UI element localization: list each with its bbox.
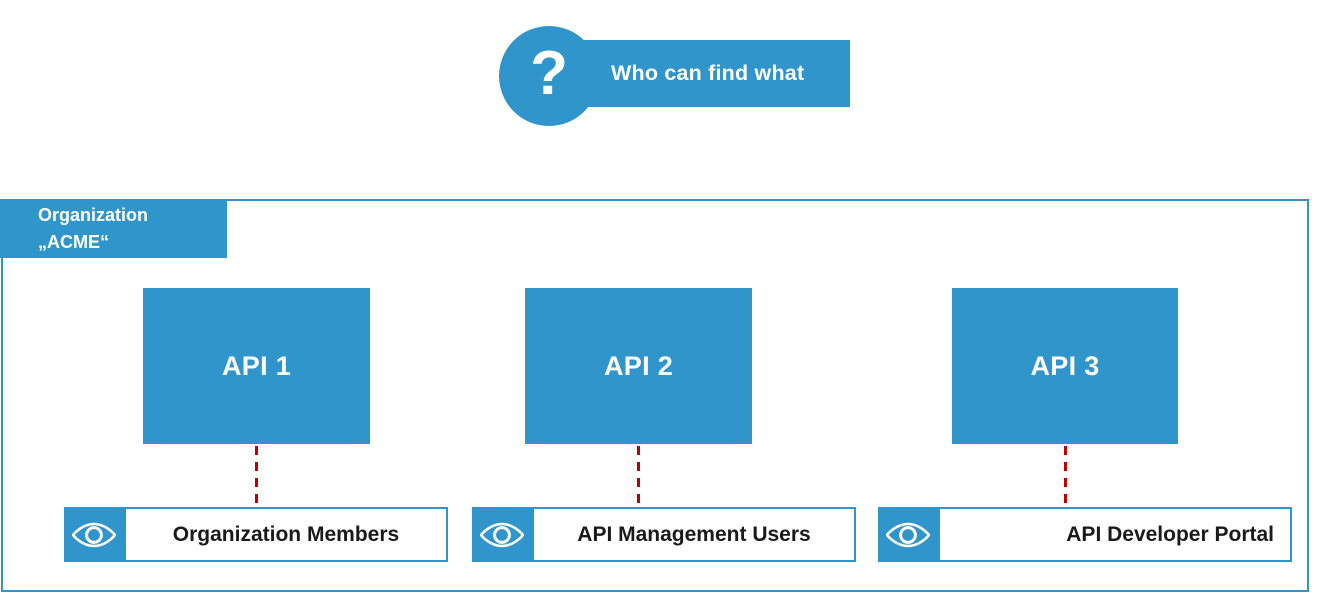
audience-label: Organization Members [172, 522, 400, 546]
audience-row-api-developer-portal: API Developer Portal [878, 507, 1292, 562]
callout-banner: Who can find what [556, 40, 850, 107]
audience-label-box: API Management Users [532, 507, 856, 562]
callout-banner-label: Who can find what [611, 61, 805, 85]
organization-label-line1: Organization [38, 205, 149, 225]
audience-label: API Management Users [577, 522, 811, 546]
api-box-label: API 3 [1030, 350, 1100, 381]
audience-label: API Developer Portal [1066, 522, 1274, 546]
question-mark-icon: ? [499, 26, 599, 126]
connector-api-3 [1064, 446, 1067, 510]
audience-row-api-management-users: API Management Users [472, 507, 856, 562]
api-box-2: API 2 [525, 288, 752, 444]
audience-label-box: API Developer Portal [938, 507, 1292, 562]
eye-icon [472, 507, 532, 562]
api-box-label: API 1 [221, 350, 292, 381]
api-box-1: API 1 [143, 288, 370, 444]
eye-icon [64, 507, 124, 562]
question-mark-glyph: ? [530, 39, 568, 108]
eye-icon [878, 507, 938, 562]
api-box-3: API 3 [952, 288, 1178, 444]
organization-label-line2: „ACME“ [38, 232, 109, 252]
organization-label: Organization „ACME“ [0, 199, 227, 258]
connector-api-2 [637, 446, 640, 510]
connector-api-1 [255, 446, 258, 510]
callout-badge: Who can find what ? [499, 26, 850, 126]
audience-row-organization-members: Organization Members [64, 507, 448, 562]
audience-label-box: Organization Members [124, 507, 448, 562]
api-box-label: API 2 [603, 350, 674, 381]
